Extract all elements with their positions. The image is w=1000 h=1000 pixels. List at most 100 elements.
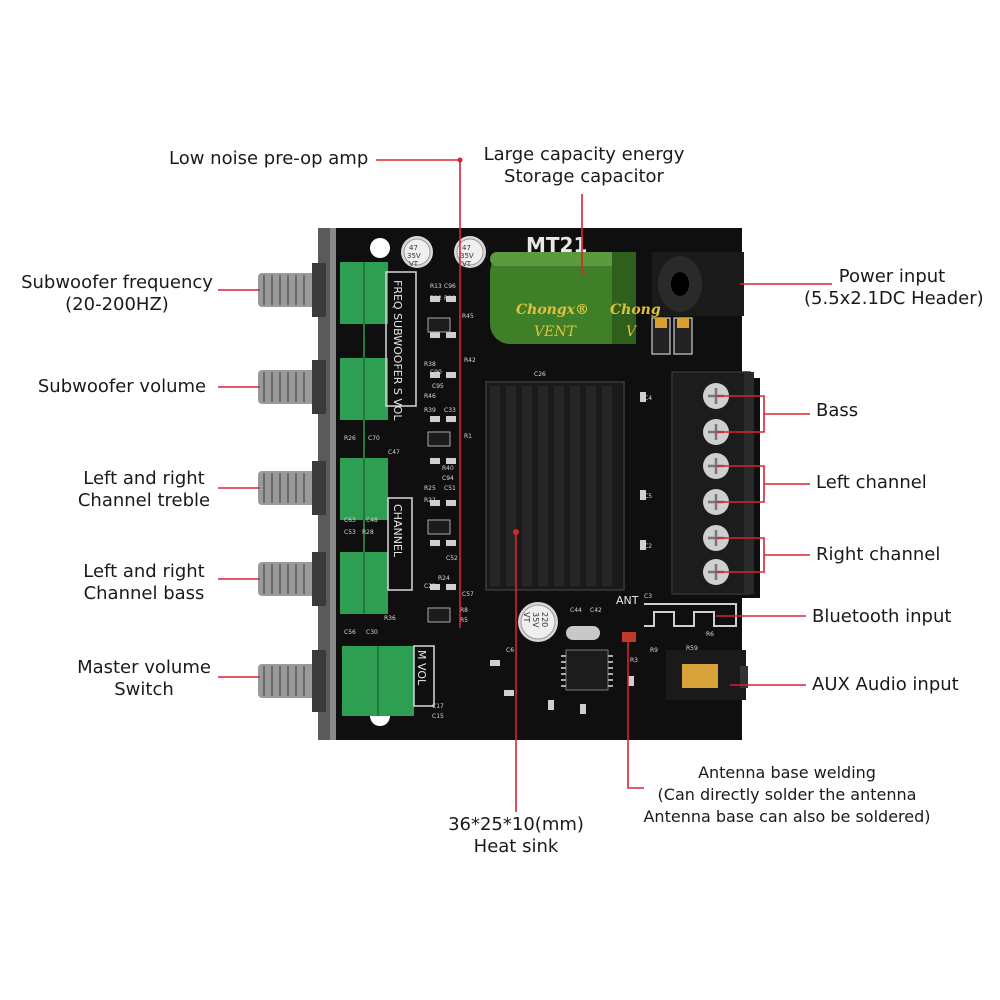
component-ref-c47: C47: [388, 449, 400, 456]
capacitor-brand-text: Chongx®: [516, 302, 589, 318]
component-ref-c26: C26: [534, 371, 546, 378]
component-ref-r40: R40: [442, 465, 454, 472]
component-ref-r25: R25: [424, 485, 436, 492]
component-ref-r1: R1: [464, 433, 472, 440]
component-ref-r39: R39: [424, 407, 436, 414]
component-ref-r45: R45: [462, 313, 474, 320]
large-capacitor: [490, 252, 636, 344]
smd-parts: [430, 296, 646, 714]
knob-master-volume: [258, 650, 326, 712]
small-capacitor: [454, 236, 486, 268]
component-ref-c5: C5: [644, 493, 652, 500]
silk-master-volume: M VOL: [415, 650, 428, 686]
label-antenna: Antenna base welding (Can directly solde…: [632, 762, 942, 828]
component-ref-r28: R28: [362, 529, 374, 536]
component-ref-r11: R11: [444, 295, 456, 302]
label-bass-knob-line-2: Channel bass: [83, 583, 205, 604]
label-bluetooth: Bluetooth input: [812, 606, 951, 628]
cap-220-voltage: 35V: [531, 612, 540, 628]
knob-subwoofer-frequency: [258, 263, 326, 317]
component-ref-c94: C94: [442, 475, 454, 482]
component-ref-r42: R42: [464, 357, 476, 364]
component-ref-r9: R9: [650, 647, 658, 654]
bluetooth-antenna-trace: [644, 603, 737, 627]
component-ref-r38: R38: [424, 361, 436, 368]
label-heatsink-line-2: Heat sink: [473, 836, 559, 857]
dc-power-jack: [652, 252, 744, 316]
cap-220-value: 220: [540, 612, 549, 627]
capacitor-vent-text: VENT: [534, 324, 578, 340]
label-capacitor-line-2: Storage capacitor: [504, 166, 664, 187]
component-ref-c70: C70: [368, 435, 380, 442]
capacitor-vent-text-2: V: [626, 324, 638, 340]
small-cap-1-series: VT: [409, 260, 419, 268]
knob-treble: [258, 461, 326, 515]
label-master-line-2: Switch: [114, 679, 174, 700]
bracket-bass: [716, 395, 810, 433]
label-preamp-line-1: Low noise pre-op amp: [169, 148, 369, 169]
component-ref-c95: C95: [432, 383, 444, 390]
label-sub-volume-line-1: Subwoofer volume: [37, 376, 207, 397]
component-ref-c56: C56: [344, 629, 356, 636]
component-ref-c6: C6: [506, 647, 514, 654]
component-ref-r22: R22: [424, 497, 436, 504]
component-ref-c51: C51: [444, 485, 456, 492]
component-ref-c3: C3: [644, 593, 652, 600]
component-ref-r3: R3: [630, 657, 638, 664]
component-ref-c4: C4: [644, 395, 652, 402]
label-antenna-line-3: Antenna base can also be soldered): [643, 807, 931, 826]
label-left-channel: Left channel: [816, 472, 927, 494]
silk-subwoofer: FREQ SUBWOOFER S VOL: [391, 280, 404, 421]
component-ref-r5: R5: [460, 617, 468, 624]
label-heatsink: 36*25*10(mm) Heat sink: [434, 814, 598, 858]
component-ref-r24: R24: [438, 575, 450, 582]
knob-bass: [258, 552, 326, 606]
component-ref-r12: R12: [430, 295, 442, 302]
label-preamp: Low noise pre-op amp: [169, 148, 368, 170]
component-ref-c42: C42: [590, 607, 602, 614]
capacitor-220: [518, 602, 558, 642]
label-bass-knob-line-1: Left and right: [83, 561, 205, 582]
label-treble-line-1: Left and right: [83, 468, 205, 489]
mounting-hole: [370, 238, 390, 258]
component-ref-r36: R36: [384, 615, 396, 622]
label-sub-frequency-line-1: Subwoofer frequency: [21, 272, 213, 293]
bracket-right: [716, 537, 810, 573]
component-ref-c17: C17: [432, 703, 444, 710]
component-ref-r13: R13: [430, 283, 442, 290]
leader-antenna: [627, 642, 644, 789]
label-bass-output: Bass: [816, 400, 858, 422]
ant-silkscreen: ANT: [616, 594, 639, 607]
label-bass-knob: Left and right Channel bass: [64, 561, 224, 605]
label-antenna-line-1: Antenna base welding: [698, 763, 876, 782]
label-capacitor: Large capacity energy Storage capacitor: [474, 144, 694, 188]
component-ref-r59: R59: [686, 645, 698, 652]
label-capacitor-line-1: Large capacity energy: [483, 144, 685, 165]
bluetooth-chip: [565, 649, 609, 691]
label-aux-line-1: AUX Audio input: [812, 674, 959, 695]
label-right-channel: Right channel: [816, 544, 940, 566]
crystal: [566, 626, 600, 640]
component-ref-r26: R26: [344, 435, 356, 442]
component-ref-c15: C15: [432, 713, 444, 720]
cap-220-series: VT: [522, 612, 531, 622]
knob-subwoofer-volume: [258, 360, 326, 414]
component-ref-c30: C30: [366, 629, 378, 636]
label-sub-volume: Subwoofer volume: [24, 376, 220, 398]
label-sub-frequency-line-2: (20-200HZ): [65, 294, 169, 315]
small-capacitor: [401, 236, 433, 268]
label-master-line-1: Master volume: [77, 657, 211, 678]
small-cap-2-value: 47: [462, 244, 471, 252]
ic-chips: [427, 317, 451, 623]
component-ref-c90: C90: [430, 369, 442, 376]
heatsink: [485, 381, 625, 591]
label-sub-frequency: Subwoofer frequency (20-200HZ): [14, 272, 220, 316]
label-treble: Left and right Channel treble: [64, 468, 224, 512]
component-ref-c57: C57: [462, 591, 474, 598]
label-treble-line-2: Channel treble: [77, 490, 211, 511]
label-right-channel-line-1: Right channel: [816, 544, 941, 565]
component-ref-c22: C22: [424, 583, 436, 590]
